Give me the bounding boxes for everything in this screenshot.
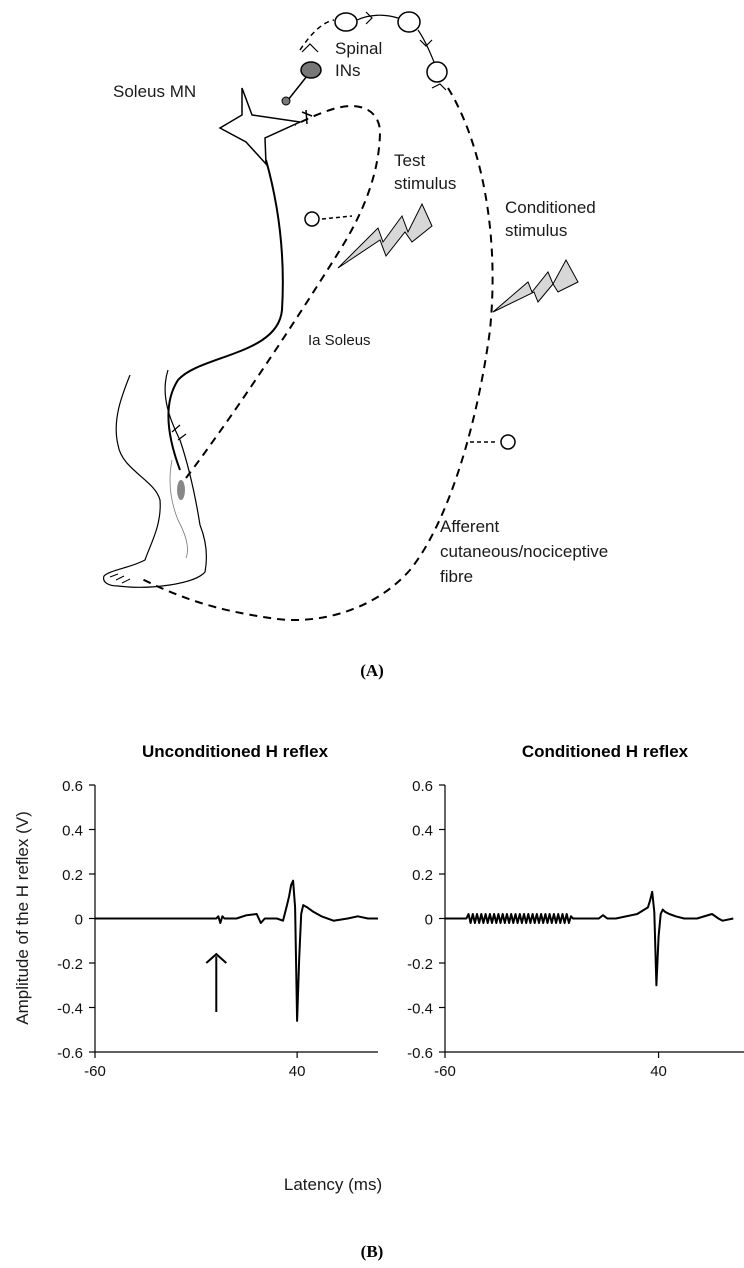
label-fibre: fibre [440, 567, 473, 586]
motor-axon [167, 159, 284, 471]
spinal-interneuron-filled [300, 61, 322, 79]
interneuron-1 [334, 12, 358, 32]
y-tick-label: 0.2 [62, 867, 83, 884]
y-tick-label: -0.2 [57, 956, 83, 973]
y-tick-label: 0.4 [412, 823, 433, 840]
soleus-muscle [177, 480, 185, 500]
label-test: Test [394, 151, 425, 170]
cond-electrode [500, 434, 516, 450]
label-conditioned: Conditioned [505, 198, 596, 217]
x-tick-label: -60 [434, 1063, 456, 1080]
synapse-mark-2 [419, 39, 433, 47]
y-tick-label: 0.6 [412, 778, 433, 795]
interneuron-2 [397, 11, 421, 33]
chart-title: Unconditioned H reflex [142, 742, 329, 761]
y-tick-label: 0 [425, 912, 433, 929]
interneuron-link-2 [417, 29, 435, 63]
y-tick-label: -0.4 [57, 1001, 83, 1018]
y-tick-label: -0.2 [407, 956, 433, 973]
caption-b: (B) [361, 1242, 384, 1261]
conditioned-stimulus-lightning-icon [492, 258, 579, 313]
y-tick-label: -0.6 [407, 1045, 433, 1062]
x-tick-label: -60 [84, 1063, 106, 1080]
x-tick-label: 40 [289, 1063, 306, 1080]
y-axis-label: Amplitude of the H reflex (V) [13, 811, 32, 1025]
soleus-motoneuron [218, 87, 303, 167]
y-tick-label: 0.6 [62, 778, 83, 795]
interneuron-3 [426, 61, 448, 83]
label-afferent: Afferent [440, 517, 500, 536]
x-tick-label: 40 [650, 1063, 667, 1080]
chart-title: Conditioned H reflex [522, 742, 689, 761]
leg-outline [103, 369, 207, 588]
calf-muscle-outline [169, 459, 188, 559]
cutaneous-afferent [139, 87, 494, 621]
label-soleus-mn: Soleus MN [113, 82, 196, 101]
y-tick-label: -0.4 [407, 1001, 433, 1018]
arrow-head-icon [205, 952, 227, 964]
h-reflex-trace [95, 879, 378, 1022]
label-conditioned-stimulus: stimulus [505, 221, 567, 240]
test-electrode [304, 211, 320, 227]
chart-conditioned: Conditioned H reflex 0.6 0.4 0.2 0 -0.2 -0.4 -0… [407, 742, 744, 1080]
chart-unconditioned: Unconditioned H reflex 0.6 0.4 0.2 0 -0.2 -0.4… [57, 742, 378, 1080]
interneuron-chain-dash [299, 19, 335, 51]
y-tick-label: 0.4 [62, 823, 83, 840]
synapse-mark-3 [431, 83, 447, 91]
interneuron-synapse-left [301, 43, 319, 53]
label-test-stimulus: stimulus [394, 174, 456, 193]
y-tick-label: 0 [75, 912, 83, 929]
interneuron-link-1 [356, 14, 399, 21]
interneuron-terminal [281, 96, 291, 106]
ia-afferent [185, 105, 382, 479]
panel-a-diagram: Soleus MN Spinal INs Test stimulus Condi… [103, 11, 608, 680]
x-axis-label: Latency (ms) [284, 1175, 382, 1194]
motor-terminal [171, 424, 187, 441]
y-tick-label: -0.6 [57, 1045, 83, 1062]
label-ia-soleus: Ia Soleus [308, 332, 371, 349]
label-cutaneous: cutaneous/nociceptive [440, 542, 608, 561]
test-stimulus-lightning-icon [337, 202, 433, 269]
ia-synapse [301, 109, 313, 125]
h-reflex-trace [445, 890, 734, 987]
synapse-mark-1 [365, 11, 373, 25]
label-spinal: Spinal [335, 39, 382, 58]
panel-b-charts: Amplitude of the H reflex (V) Unconditio… [13, 742, 744, 1261]
label-ins: INs [335, 61, 361, 80]
caption-a: (A) [360, 661, 384, 680]
foot-toes [109, 573, 131, 584]
test-electrode-line [321, 215, 353, 220]
y-tick-label: 0.2 [412, 867, 433, 884]
